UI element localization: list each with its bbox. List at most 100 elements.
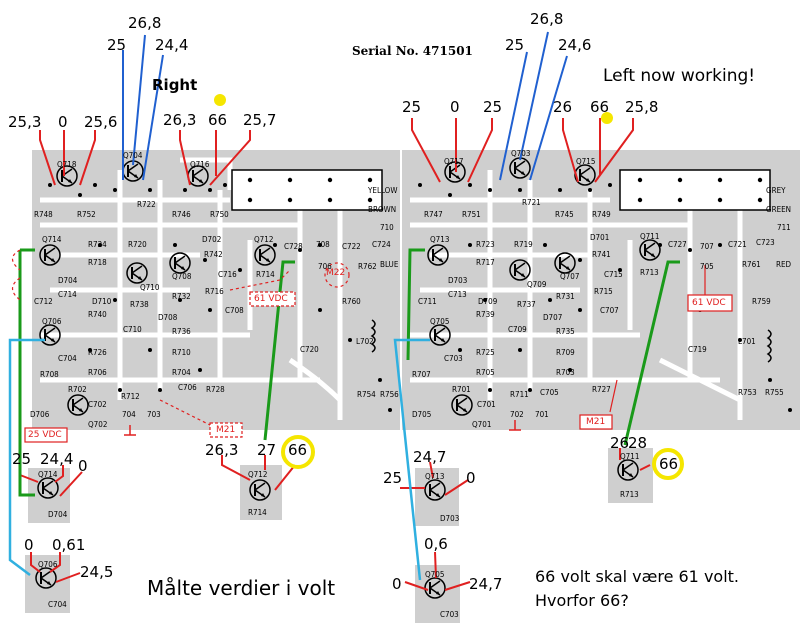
r755-label: R755 (765, 388, 784, 397)
q718-left-voltage: 25,3 (8, 113, 42, 131)
inset-d704-label: D704 (48, 510, 68, 519)
r740-label: R740 (88, 310, 107, 319)
q705-mid-voltage: 0,6 (424, 535, 448, 553)
c710-label: C710 (123, 325, 142, 334)
tp707-label: 707 (700, 242, 714, 251)
q715-label: Q715 (576, 157, 596, 166)
inset-c703-label: C703 (440, 610, 459, 619)
tp711-label: 711 (777, 223, 791, 232)
inset-q712-label: Q712 (248, 470, 268, 479)
q706-right-voltage: 24,5 (80, 563, 114, 581)
r748-label: R748 (34, 210, 53, 219)
c703-label: C703 (444, 354, 463, 363)
r714-label: R714 (256, 270, 275, 279)
c707-label: C707 (600, 306, 619, 315)
r709-label: R709 (556, 348, 575, 357)
tp705-label: 705 (700, 262, 714, 271)
q717-label: Q717 (444, 157, 464, 166)
l702-label: L702 (356, 337, 374, 346)
q716-left-voltage: 26,3 (163, 111, 197, 129)
q703-label: Q703 (511, 149, 531, 158)
r741-label: R741 (592, 250, 611, 259)
q717-right-voltage: 25 (483, 98, 503, 116)
tp704-label: 704 (122, 410, 136, 419)
l701-coil (766, 329, 772, 363)
r703-label: R703 (556, 368, 575, 377)
r735-label: R735 (556, 327, 575, 336)
r708-label: R708 (40, 370, 59, 379)
q701-label: Q701 (472, 420, 492, 429)
right-66-highlight (281, 435, 315, 469)
right-61vdc-text: 61 VDC (254, 294, 288, 304)
q703-right-voltage: 24,6 (558, 36, 592, 54)
q715-left-voltage: 26 (553, 98, 573, 116)
r756-label: R756 (380, 390, 399, 399)
left-m21-text: M21 (586, 417, 606, 427)
r731-label: R731 (556, 292, 575, 301)
right-relay-outline (231, 169, 383, 211)
c702-label: C702 (88, 400, 107, 409)
right-25vdc-box (24, 427, 68, 443)
r750-label: R750 (210, 210, 229, 219)
right-m21-text: M21 (216, 425, 236, 435)
c720-label: C720 (300, 345, 319, 354)
q703-mid-voltage: 26,8 (530, 10, 564, 28)
q703-left-voltage: 25 (505, 36, 525, 54)
r722-label: R722 (137, 200, 156, 209)
r742-label: R742 (204, 250, 223, 259)
q712-label: Q712 (254, 235, 274, 244)
c714-label: C714 (58, 290, 77, 299)
q712-mid-voltage: 27 (257, 441, 277, 459)
c713-label: C713 (448, 290, 467, 299)
q705-left-voltage: 0 (392, 575, 402, 593)
serial-number: Serial No. 471501 (352, 44, 473, 58)
c724-label: C724 (372, 240, 391, 249)
r723-label: R723 (476, 240, 495, 249)
r721-label: R721 (522, 198, 541, 207)
c705-label: C705 (540, 388, 559, 397)
d705-label: D705 (412, 410, 432, 419)
inset-q711-label: Q711 (620, 452, 640, 461)
c719-label: C719 (688, 345, 707, 354)
q704-label: Q704 (123, 151, 143, 160)
q715-right-voltage: 25,8 (625, 98, 659, 116)
inset-q712-symbol (249, 479, 271, 501)
r760-label: R760 (342, 297, 361, 306)
q714-mid-voltage: 24,4 (40, 450, 74, 468)
r717-label: R717 (476, 258, 495, 267)
r701-label: R701 (452, 385, 471, 394)
c711-label: C711 (418, 297, 437, 306)
q716-mid-voltage: 66 (208, 111, 228, 129)
q711-symbol (639, 239, 661, 261)
inset-c704-label: C704 (48, 600, 67, 609)
wire-blue-label: BLUE (380, 260, 399, 269)
tp708-label: 708 (316, 240, 330, 249)
d702-label: D702 (202, 235, 222, 244)
r716-label: R716 (205, 287, 224, 296)
q711-left-voltage: 26 (610, 434, 630, 452)
q706-label: Q706 (42, 317, 62, 326)
r706-label: R706 (88, 368, 107, 377)
c722-label: C722 (342, 242, 361, 251)
d701-label: D701 (590, 233, 610, 242)
q713-label: Q713 (430, 235, 450, 244)
c712-label: C712 (34, 297, 53, 306)
tp702-label: 702 (510, 410, 524, 419)
d708-label: D708 (158, 313, 178, 322)
q713-mid-voltage: 24,7 (413, 448, 447, 466)
left-66-highlight (652, 448, 684, 480)
q701-symbol (451, 394, 473, 416)
q709-symbol (509, 259, 531, 281)
inset-q713-label: Q713 (425, 472, 445, 481)
c706-label: C706 (178, 383, 197, 392)
q711-label: Q711 (640, 232, 660, 241)
q708-label: Q708 (172, 272, 192, 281)
right-25vdc-text: 25 VDC (28, 430, 62, 440)
q702-label: Q702 (88, 420, 108, 429)
q718-mid-voltage: 0 (58, 113, 68, 131)
r720-label: R720 (128, 240, 147, 249)
r745-label: R745 (555, 210, 574, 219)
r711-label: R711 (510, 390, 529, 399)
r737-label: R737 (517, 300, 536, 309)
